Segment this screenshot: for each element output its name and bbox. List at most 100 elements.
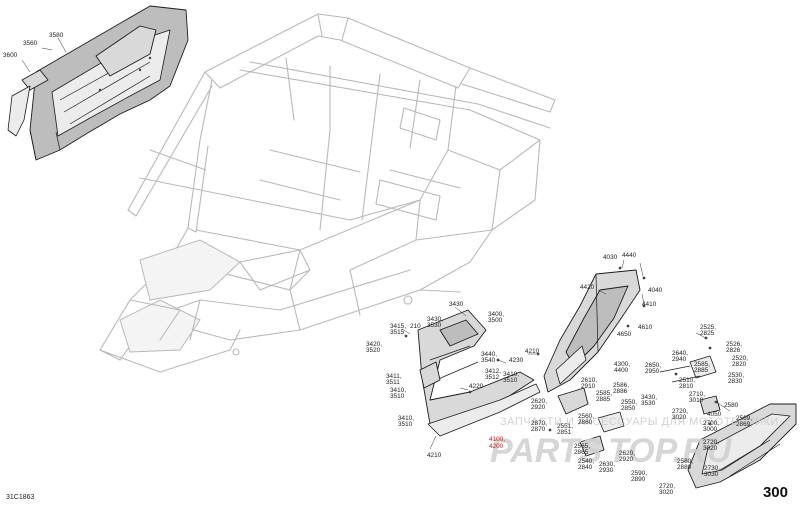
callout: 2620, <box>531 398 547 405</box>
callout: 2530, <box>728 372 744 379</box>
callout: 2885 <box>596 396 611 403</box>
callout: 3010 <box>689 397 704 404</box>
callout: 4210 <box>525 348 540 355</box>
callout: 3510 <box>390 393 405 400</box>
callout: 2525, <box>700 324 716 331</box>
callout: 2586, <box>613 382 629 389</box>
callout: 4030 <box>603 254 618 261</box>
callout: 2580, <box>677 458 693 465</box>
callout: 3020 <box>703 445 718 452</box>
callout: 210 <box>410 323 421 330</box>
callout: 3530 <box>641 400 656 407</box>
callout: 2920 <box>619 456 634 463</box>
callout: 3515 <box>390 329 405 336</box>
callout: 3440, <box>481 351 497 358</box>
callout: 2560, <box>578 413 594 420</box>
callout: 3030 <box>704 471 719 478</box>
watermark: ЗАПЧАСТИ И АКСЕССУАРЫ ДЛЯ МОТОТЕХНИКИ PA… <box>490 416 778 470</box>
callout-highlighted: 4200 <box>489 443 504 450</box>
callout: 3420, <box>366 341 382 348</box>
callout: 2840 <box>578 464 593 471</box>
callout: 3510 <box>503 377 518 384</box>
callout: 2610, <box>581 377 597 384</box>
callout: 2620, <box>619 450 635 457</box>
callout: 4230 <box>509 357 524 364</box>
callout: 2720, <box>703 439 719 446</box>
diagram-code: 31C1863 <box>6 494 35 501</box>
callout: 2550, <box>621 399 637 406</box>
callout: 2810 <box>679 383 694 390</box>
callout: 2950 <box>645 368 660 375</box>
callout: 4210 <box>427 452 442 459</box>
callout: 3430 <box>449 301 464 308</box>
callout: 3000 <box>703 426 718 433</box>
callout: 4220 <box>469 383 484 390</box>
callout: 2510, <box>679 377 695 384</box>
callout: 3530 <box>427 322 442 329</box>
callout: 2526, <box>726 341 742 348</box>
callout: 2920 <box>531 404 546 411</box>
callout: 3520 <box>366 347 381 354</box>
callout-highlighted: 4100, <box>489 436 505 443</box>
callout: 2720, <box>672 408 688 415</box>
callout: 4440 <box>622 252 637 259</box>
callout: 3580 <box>49 32 64 39</box>
callout: 2565, <box>574 443 590 450</box>
callout: 2585, <box>694 361 710 368</box>
callout: 2870 <box>531 426 546 433</box>
callout: 4040 <box>648 287 663 294</box>
callout: 3400, <box>488 311 504 318</box>
watermark-logo-left: PARTS <box>490 432 602 470</box>
callout: 4400 <box>614 367 629 374</box>
brackets-and-mounts <box>557 355 721 457</box>
callout: 2851 <box>557 429 572 436</box>
fasteners <box>404 266 718 432</box>
callout: 2630, <box>599 461 615 468</box>
callout: 2860 <box>578 419 593 426</box>
callout-labels: 3600 3560 3580 4030 4440 4420 4040 4410 … <box>3 32 752 496</box>
callout: 2886 <box>613 388 628 395</box>
callout: 4410 <box>642 301 657 308</box>
center-side-panel <box>543 269 641 393</box>
callout: 2710, <box>689 391 705 398</box>
callout: 3410, <box>503 371 519 378</box>
callout: 2730, <box>704 465 720 472</box>
callout: 2869 <box>736 421 751 428</box>
watermark-logo-right: TOP.RU <box>608 432 733 470</box>
callout: 2540, <box>578 458 594 465</box>
callout: 2585, <box>596 390 612 397</box>
callout: 3020 <box>672 414 687 421</box>
callout: 2551, <box>557 423 573 430</box>
callout: 2650, <box>645 362 661 369</box>
callout: 2940 <box>672 356 687 363</box>
callout: 4610 <box>638 324 653 331</box>
leader-lines <box>21 37 731 450</box>
page-number: 300 <box>762 484 788 501</box>
callout: 2520, <box>732 355 748 362</box>
callout: 3510 <box>398 421 413 428</box>
door-panel-assembly <box>7 5 189 161</box>
callout: 2820 <box>732 361 747 368</box>
callout: 2830 <box>728 378 743 385</box>
callout: 3540 <box>481 357 496 364</box>
callout: 3600 <box>3 52 18 59</box>
callout: 2640, <box>672 350 688 357</box>
callout: 3410, <box>390 387 406 394</box>
callout: 3512 <box>485 374 500 381</box>
callout: 4050 <box>707 411 722 418</box>
callout: 2885 <box>694 367 709 374</box>
callout: 3411, <box>386 373 402 380</box>
callout: 3020 <box>659 489 674 496</box>
callout: 4420 <box>580 284 595 291</box>
callout: 3430, <box>427 316 443 323</box>
callout: 3560 <box>23 40 38 47</box>
callout: 3511 <box>386 379 400 386</box>
callout: 3415, <box>390 323 406 330</box>
callout: 3430, <box>641 394 657 401</box>
callout: 2865 <box>574 449 589 456</box>
callout: 2890 <box>631 476 646 483</box>
callout: 3410, <box>398 415 414 422</box>
callout: 4650 <box>617 331 632 338</box>
callout: 2720, <box>659 483 675 490</box>
